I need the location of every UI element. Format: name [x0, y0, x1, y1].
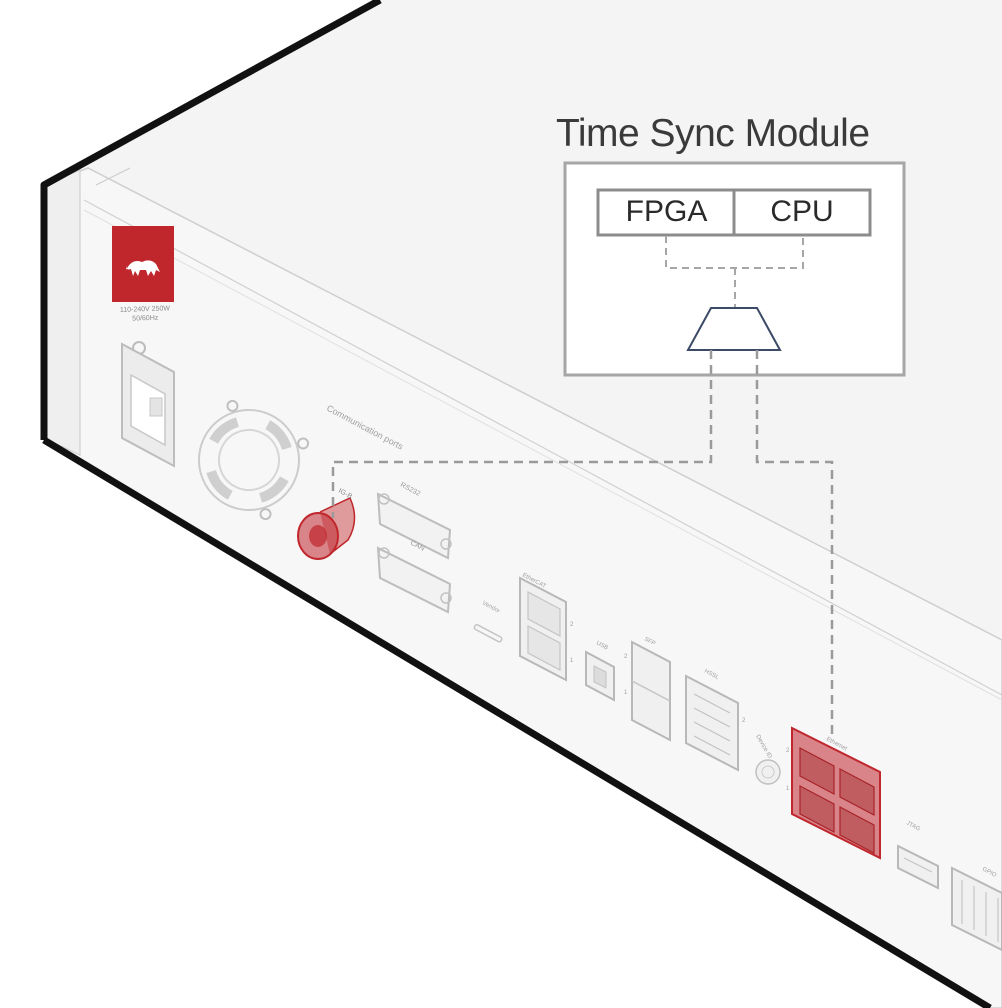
- fpga-label: FPGA: [625, 195, 708, 228]
- elephant-logo-icon: [126, 260, 160, 276]
- usb-port: USB: [585, 640, 615, 702]
- power-socket-icon: [130, 373, 166, 447]
- multiplexer-icon: [686, 307, 782, 351]
- panel-notch: [95, 167, 131, 186]
- ethernet-port-icon: [799, 747, 835, 795]
- power-switch: [149, 397, 163, 417]
- ethernet-highlight: [791, 726, 881, 860]
- module-title: Time Sync Module: [556, 112, 870, 155]
- rs232-screw-icon: [378, 493, 390, 505]
- rs232-db9-icon: [376, 492, 452, 560]
- ethernet-port-icon: [527, 625, 561, 671]
- sfp-ports: SFP 2 1: [624, 636, 671, 742]
- power-rating-line2: 50/60Hz: [132, 315, 159, 323]
- port-number-2: 2: [570, 622, 574, 628]
- sfp-label: SFP: [643, 636, 656, 647]
- hssl-number-2: 2: [742, 718, 746, 724]
- fan-ring-inner: [218, 429, 280, 491]
- ethernet-ports: Ethernet 2 1: [786, 726, 881, 860]
- ethernet-number-1: 1: [786, 786, 790, 792]
- cpu-block: [732, 188, 872, 237]
- hssl-connector-icon: [685, 674, 739, 772]
- chassis-top-outline: [40, 0, 382, 440]
- ethernet-port-icon: [839, 768, 875, 816]
- connection-lines: [331, 350, 834, 740]
- jtag-pins: [903, 857, 933, 873]
- bnc-center-pin: [309, 525, 327, 547]
- time-input-connector: IG-B: [297, 488, 356, 560]
- sfp-number-2: 2: [624, 654, 628, 660]
- ethernet-port-icon: [799, 785, 835, 833]
- fan-screw-icon: [226, 399, 239, 412]
- time-sync-module: [563, 161, 906, 377]
- hssl-pins: [693, 693, 731, 756]
- usb-socket: [593, 665, 607, 689]
- ethernet-port-icon: [527, 591, 561, 637]
- usb-label: USB: [595, 640, 609, 651]
- vendor-slot-icon: [473, 623, 503, 643]
- power-rating-line1: 110-240V 250W: [120, 305, 171, 314]
- cpu-label: CPU: [770, 195, 834, 228]
- fan-screw-icon: [297, 437, 310, 450]
- can-screw-icon: [440, 592, 452, 604]
- power-inlet: [121, 342, 175, 468]
- ethernet-port-icon: [839, 806, 875, 854]
- fan-screw-icon: [259, 508, 272, 521]
- ethercat-ports: EtherCAT 2 1: [519, 572, 574, 682]
- fpga-block: [596, 188, 736, 237]
- chassis-bottom-outline: [42, 436, 992, 1008]
- rotary-switch-icon: [755, 759, 781, 785]
- sfp-number-1: 1: [624, 690, 628, 696]
- brand-logo: 110-240V 250W 50/60Hz: [112, 226, 174, 355]
- fan-icon: [206, 417, 292, 503]
- jtag-connector-icon: [897, 844, 939, 890]
- port-number-1: 1: [570, 658, 574, 664]
- fan-ring-outer: [198, 409, 300, 511]
- line-to-time-input: [331, 350, 713, 518]
- gpio-pins: [961, 880, 999, 942]
- panel-crease: [83, 199, 1002, 696]
- ethernet-number-2: 2: [786, 748, 790, 754]
- can-db9-icon: [376, 546, 452, 614]
- can-screw-icon: [378, 547, 390, 559]
- rotary-switch-dial: [761, 765, 775, 779]
- panel-crease-inner: [83, 209, 1002, 701]
- sfp-divider: [631, 680, 671, 702]
- chassis-left-edge: [43, 169, 81, 456]
- gpio-terminal-icon: [951, 866, 1002, 952]
- rs232-screw-icon: [440, 538, 452, 550]
- bnc-barrel: [319, 496, 356, 555]
- cooling-fan: [198, 399, 310, 521]
